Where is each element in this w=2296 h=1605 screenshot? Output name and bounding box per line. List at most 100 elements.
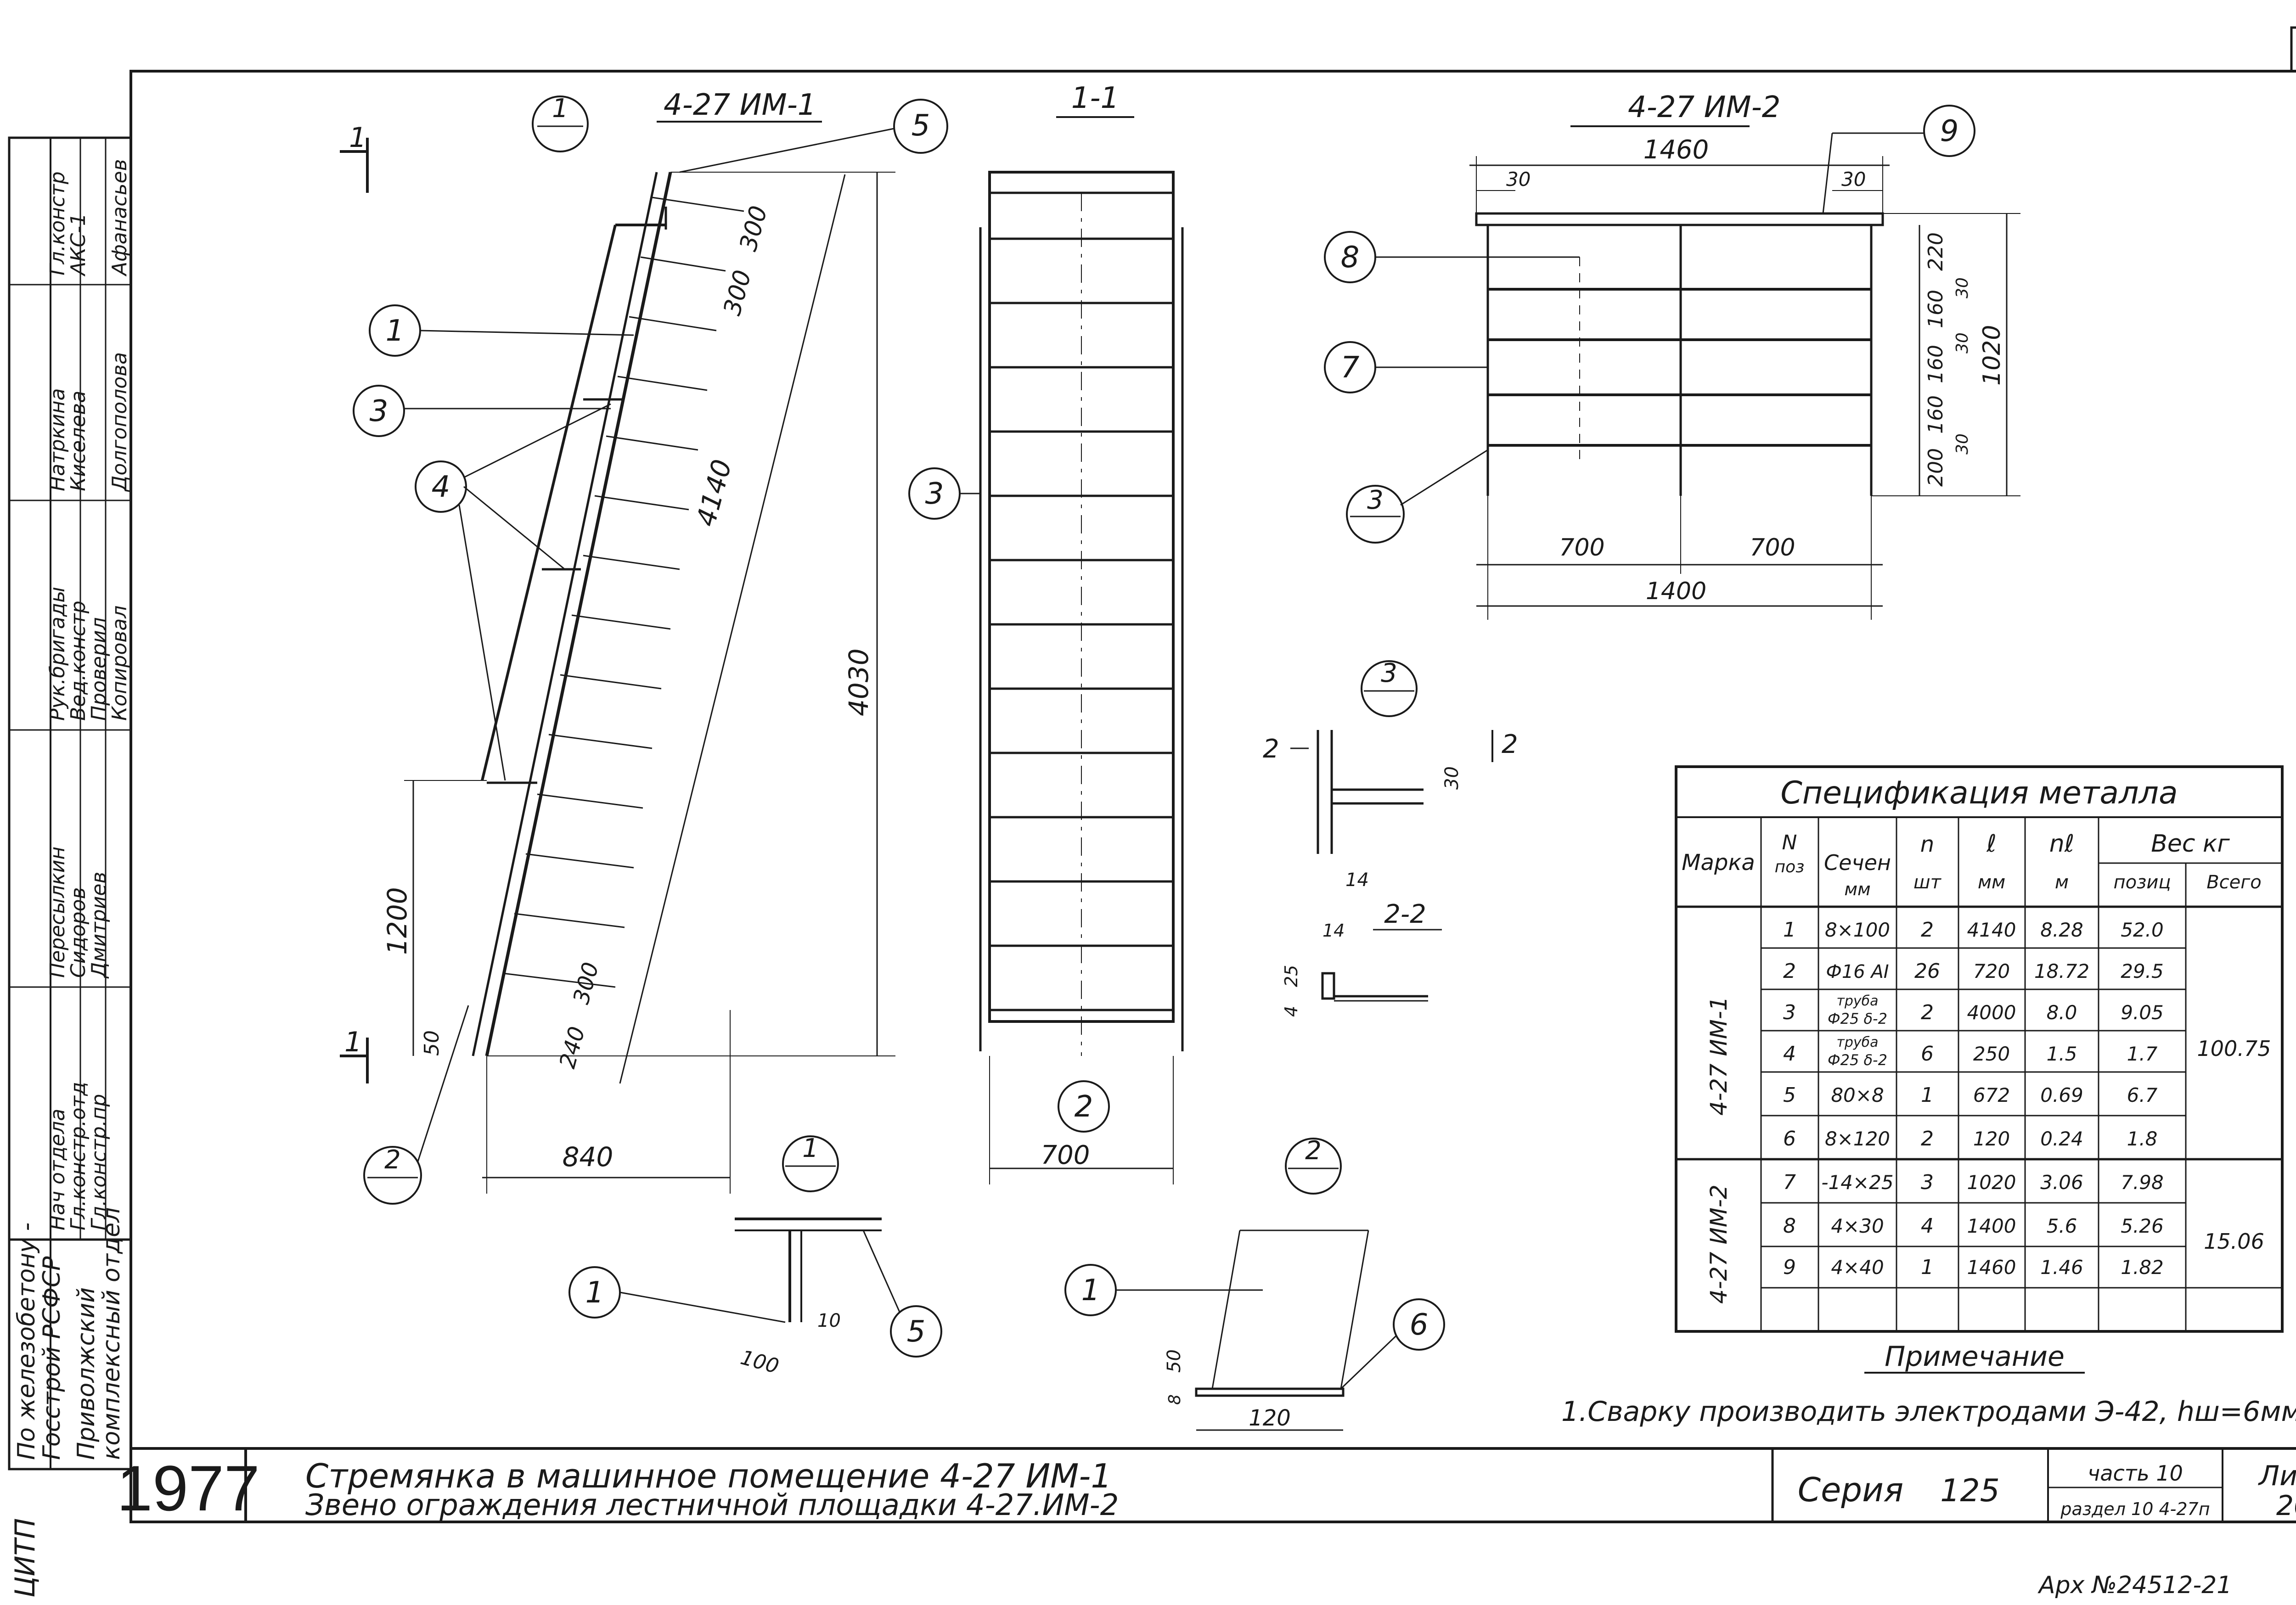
spec-h-sec-top: Сечен	[1824, 850, 1891, 875]
view-im2: 4-27 ИМ-2 1460 30 30 220 160 160 160 200…	[1324, 90, 2020, 620]
detail-2-callout-1: 1	[1081, 1274, 1100, 1308]
spec_table-rows-0-nl: 8.28	[2040, 919, 2083, 941]
callout-2-view11: 2	[1075, 1090, 1093, 1124]
spec_table-rows-6-n: 7	[1783, 1171, 1796, 1194]
spec_table-rows-1-w: 29.5	[2121, 960, 2164, 982]
callout-3: 3	[370, 394, 388, 428]
stamp-role-15: АКС-1	[67, 213, 90, 277]
spec_table-rows-2-sec: труба	[1836, 993, 1878, 1009]
callout-3-view11: 3	[925, 477, 944, 511]
spec_table-rows-5-l: 120	[1973, 1128, 2010, 1150]
spec_table-rows-6-sec: -14×25	[1821, 1171, 1893, 1194]
title-line-1: Стремянка в машинное помещение 4-27 ИМ-1	[305, 1457, 1112, 1495]
detail-2: 2 1 6 120 50 8	[1064, 1136, 1445, 1431]
detail-2-callout-6: 6	[1410, 1308, 1429, 1342]
spec_table-rows-8-l: 1460	[1967, 1256, 2016, 1279]
spec-h-l-top: ℓ	[1986, 830, 1996, 858]
spec_table-rows-1-sec: Ф16 АⅠ	[1826, 961, 1889, 982]
dim-im2-1460: 1460	[1643, 135, 1709, 165]
spec_table-rows-3-l: 250	[1973, 1043, 2010, 1065]
dim-d2-8: 8	[1165, 1394, 1184, 1405]
view-im1: 4-27 ИМ-1 1 1	[340, 88, 895, 1194]
sheet-label: Лист	[2258, 1460, 2296, 1492]
detail-1-callout-1: 1	[585, 1276, 604, 1310]
dim-im2-30e: 30	[1953, 433, 1972, 455]
spec_table-rows-7-l: 1400	[1967, 1215, 2016, 1237]
dim-d2-50: 50	[1164, 1349, 1185, 1373]
stamp-role-5: Сидоров	[67, 887, 90, 978]
stamp-role-8: Вед.констр	[67, 600, 90, 721]
detail-1: 1 1 5 100 10	[568, 1134, 942, 1378]
spec-h-total-w: Всего	[2206, 872, 2262, 893]
title-year: 1977	[117, 1452, 259, 1524]
spec_table-rows-6-nl: 3.06	[2040, 1171, 2083, 1194]
callout-7: 7	[1341, 351, 1360, 385]
cut-1-top: 1	[349, 122, 366, 154]
spec_table-rows-3-nl: 1.5	[2047, 1043, 2077, 1065]
stamp-role-13: Долгополова	[108, 352, 131, 492]
title-section: раздел 10 4-27п	[2060, 1499, 2210, 1519]
detail-22-title: 2-2	[1384, 899, 1426, 929]
spec_table-rows-5-qty: 2	[1921, 1127, 1934, 1150]
callout-section-1-im1: 1	[552, 94, 568, 123]
spec_table-rows-0-n: 1	[1783, 918, 1796, 942]
dim-d3-14: 14	[1345, 870, 1369, 891]
spec_table-rows-0-qty: 2	[1921, 918, 1934, 942]
detail-1-callout-5: 5	[907, 1315, 926, 1349]
series-value: 125	[1940, 1473, 2000, 1509]
spec_table-rows-2-w: 9.05	[2121, 1001, 2164, 1024]
im1-title: 4-27 ИМ-1	[664, 88, 816, 122]
spec_table-rows-5-n: 6	[1783, 1127, 1796, 1150]
stamp-org-code: ЦИТП	[9, 1518, 41, 1598]
dim-im1-4030: 4030	[843, 648, 874, 716]
stamp-role-3: Гл.констр.пр	[87, 1094, 111, 1230]
spec-h-weight: Вес кг	[2151, 830, 2230, 858]
spec_table-rows-4-qty: 1	[1921, 1083, 1934, 1107]
detail-2-2: 2-2 14 4 25	[1281, 899, 1442, 1017]
spec_table-rows-1-nl: 18.72	[2034, 960, 2089, 982]
cut-1-bot: 1	[344, 1026, 362, 1058]
spec_table-rows-4-nl: 0.69	[2040, 1084, 2083, 1106]
spec_table-rows-2-qty: 2	[1921, 1001, 1934, 1024]
dim-im2-200: 200	[1924, 448, 1947, 487]
callout-section-2-im1: 2	[384, 1145, 401, 1175]
spec_table-rows-2-l: 4000	[1967, 1001, 2016, 1024]
page-number-box	[2290, 26, 2296, 73]
series-label: Серия	[1798, 1470, 1903, 1509]
callout-5: 5	[912, 109, 930, 143]
spec-row: 3 труба Ф25 δ-2 2 4000 8.0 9.05	[1783, 993, 2164, 1027]
detail-1-mark: 1	[802, 1134, 819, 1163]
spec-h-n-top: n	[1920, 831, 1934, 857]
spec_table-rows-6-qty: 3	[1921, 1171, 1934, 1194]
spec-h-sec-bot: мм	[1844, 879, 1870, 899]
dim-d22-14: 14	[1322, 920, 1345, 941]
dim-d1-10: 10	[817, 1310, 841, 1331]
spec_table-rows-2-sec2: Ф25 δ-2	[1828, 1010, 1887, 1027]
note-title: Примечание	[1885, 1341, 2065, 1373]
spec_table-rows-6-l: 1020	[1967, 1171, 2016, 1194]
detail-3-cut-2: 2	[1263, 734, 1279, 764]
stamp-org-line4: комплексный отдел	[98, 1207, 125, 1460]
spec-group-mark-1: 4-27 ИМ-1	[1705, 996, 1732, 1116]
dim-im2-30b: 30	[1841, 168, 1866, 191]
spec-h-l-bot: мм	[1978, 872, 2005, 893]
stamp-org-line1: По железобетону -	[13, 1223, 40, 1460]
spec_table-rows-7-sec: 4×30	[1831, 1215, 1884, 1237]
dim-d2-120: 120	[1249, 1405, 1291, 1431]
spec-h-mark: Марка	[1682, 850, 1755, 875]
dim-im2-700b: 700	[1750, 534, 1795, 561]
dim-im2-30a: 30	[1506, 168, 1531, 191]
detail-3: 3 2 2 30 14	[1263, 658, 1518, 891]
stamp-role-1: Нач отдела	[46, 1109, 69, 1230]
spec-row: 6 8×120 2 120 0.24 1.8	[1783, 1127, 2157, 1150]
spec_table-rows-1-n: 2	[1783, 960, 1796, 983]
callout-4: 4	[432, 470, 450, 504]
dim-im1-4140: 4140	[690, 456, 738, 529]
spec_table-rows-1-qty: 26	[1914, 960, 1940, 983]
spec_table-rows-7-qty: 4	[1921, 1214, 1934, 1238]
dim-im2-160b: 160	[1924, 345, 1947, 383]
stamp-role-7: Рук.бригады	[46, 587, 69, 721]
spec-h-nl-top: nℓ	[2049, 830, 2074, 858]
spec-row: 7 -14×25 3 1020 3.06 7.98	[1783, 1171, 2164, 1194]
spec-group-mark-2: 4-27 ИМ-2	[1705, 1184, 1732, 1304]
